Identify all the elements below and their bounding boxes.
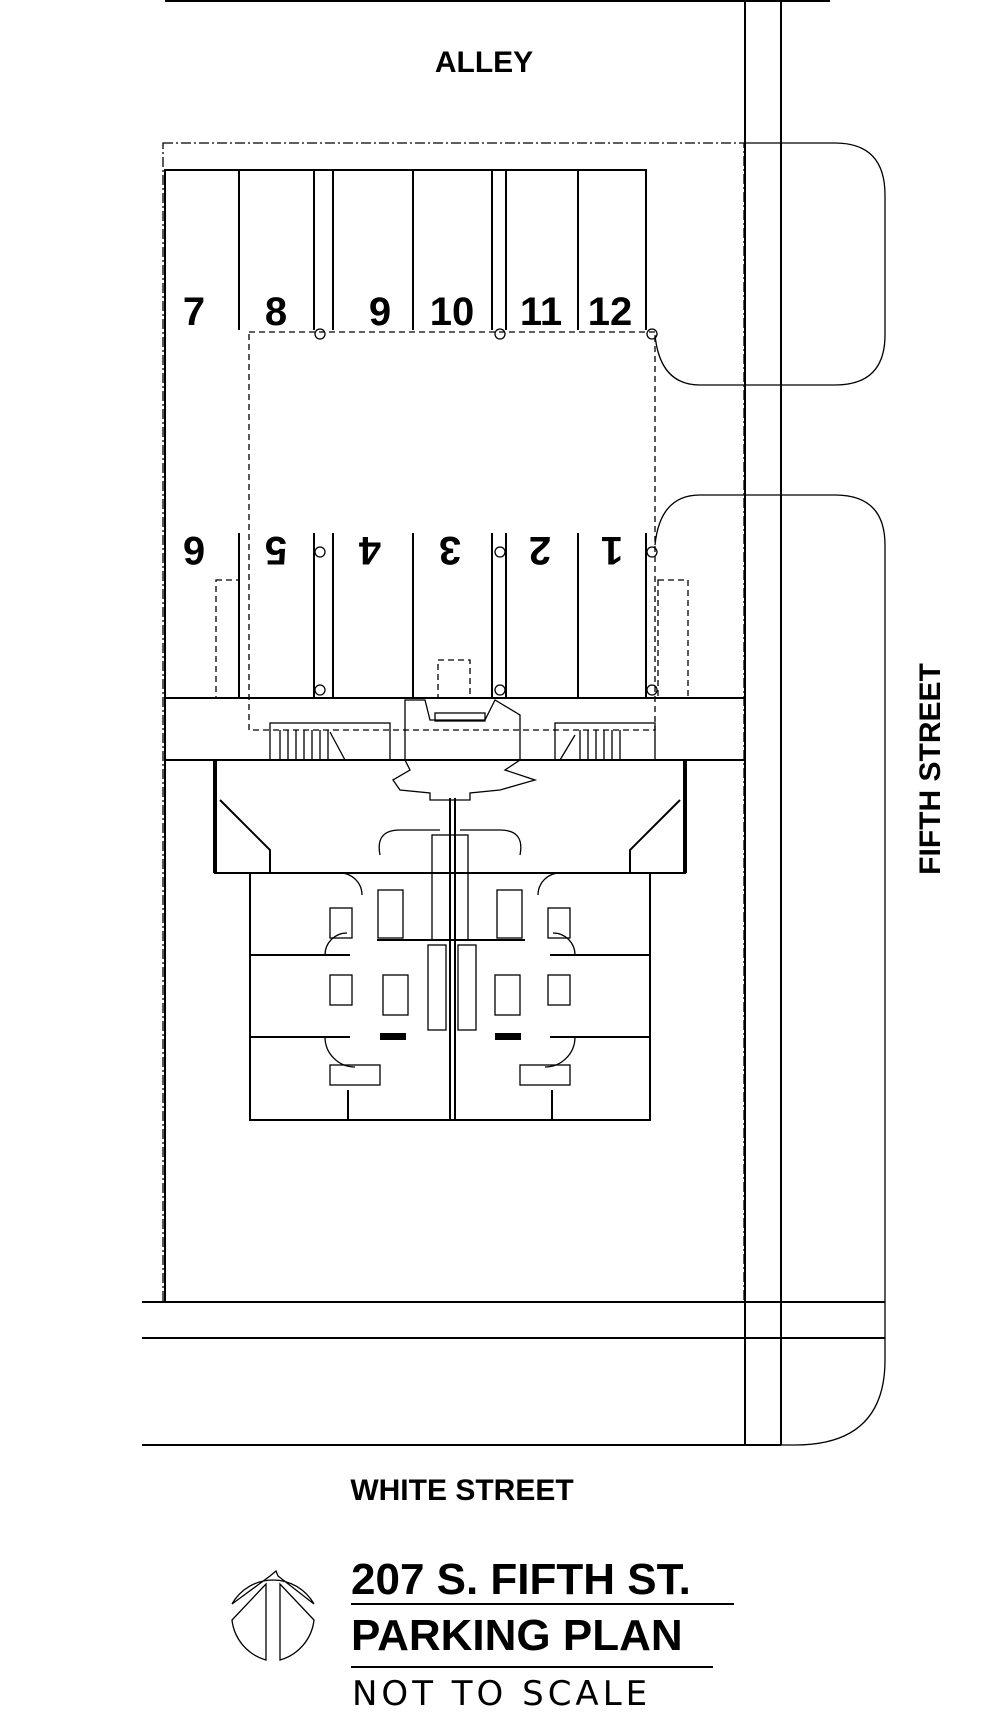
- stall-number: 10: [430, 290, 475, 334]
- stall-number: 12: [588, 290, 633, 334]
- stall-number: 11: [520, 290, 562, 334]
- top-stall-dividers: [238, 170, 658, 340]
- driveway-curb: [654, 142, 886, 386]
- north-arrow-icon: [231, 1569, 315, 1661]
- stall-number: 4: [358, 528, 381, 572]
- stall-number: 7: [183, 290, 205, 334]
- stall-numbers-bottom: 6 5 4 3 2 1: [183, 528, 623, 572]
- alley-label: ALLEY: [435, 46, 533, 79]
- stall-number: 8: [265, 290, 287, 334]
- bottom-stall-dividers: [215, 533, 689, 699]
- stall-number: 3: [439, 528, 461, 572]
- building-floor-plan: [213, 699, 687, 1121]
- white-street-label: WHITE STREET: [350, 1474, 573, 1507]
- stall-number: 5: [265, 528, 287, 572]
- corner-curb: [781, 1302, 886, 1446]
- stall-number: 2: [529, 528, 551, 572]
- parking-lot-edge: [164, 169, 647, 1302]
- stall-number: 1: [601, 528, 623, 572]
- building-footprint-outline: [248, 331, 656, 731]
- fifth-street-curb: [654, 494, 886, 1302]
- stall-number: 9: [369, 290, 391, 334]
- stall-number: 6: [183, 528, 205, 572]
- title-address: 207 S. FIFTH ST.: [351, 1555, 691, 1604]
- title-plan-name: PARKING PLAN: [351, 1611, 683, 1660]
- stall-numbers-top: 7 8 9 10 11 12: [183, 290, 632, 334]
- fifth-street-label: FIFTH STREET: [914, 663, 947, 875]
- scale-note: NOT TO SCALE: [352, 1674, 651, 1713]
